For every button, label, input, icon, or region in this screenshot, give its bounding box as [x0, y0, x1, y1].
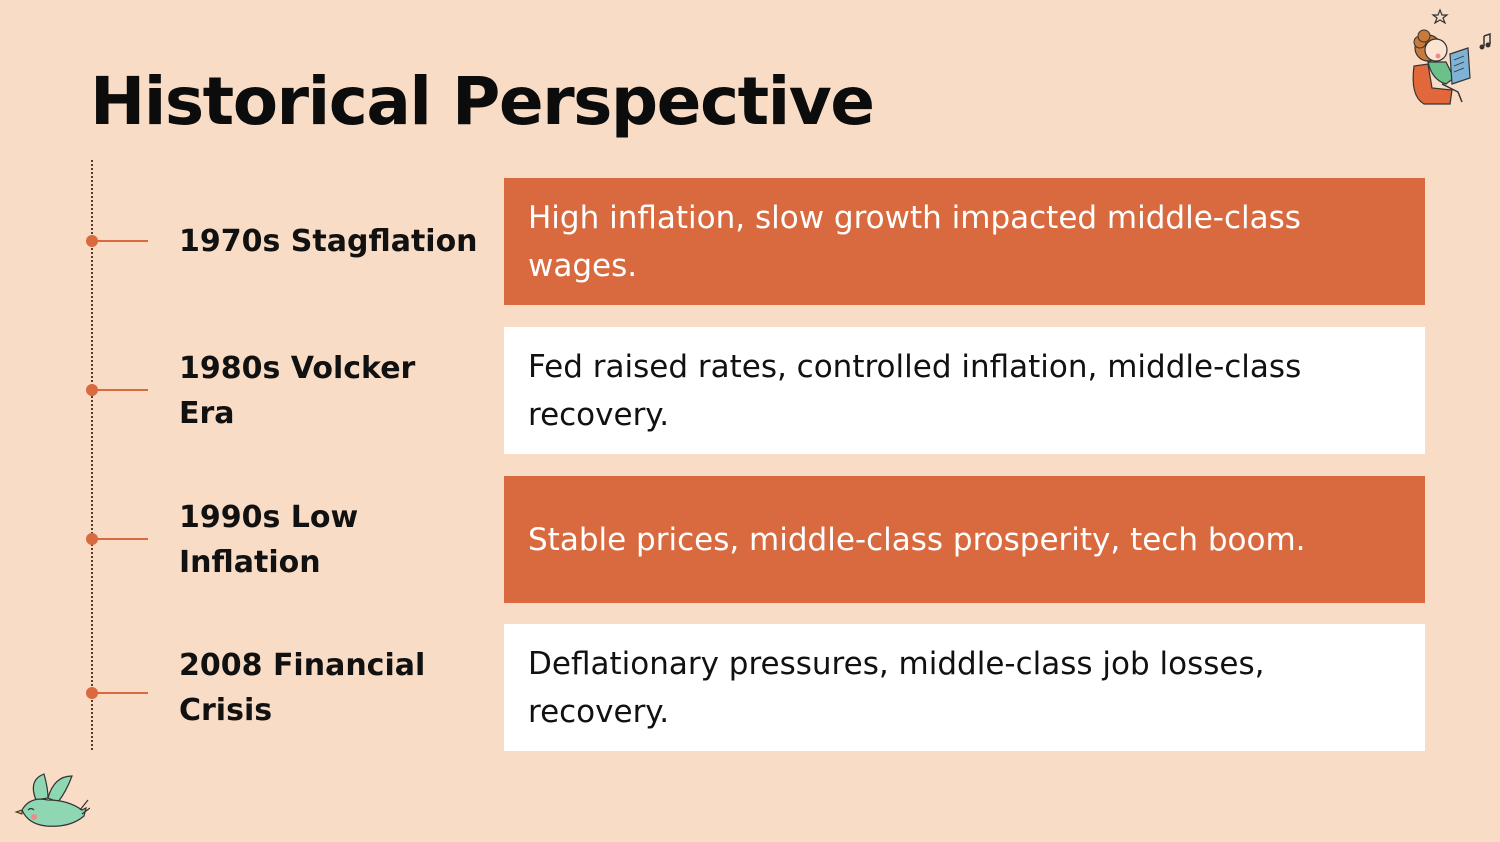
timeline-event-label: 1970s Stagflation: [179, 224, 478, 259]
timeline-dot: [86, 235, 98, 247]
timeline-line: [91, 160, 93, 750]
timeline-event-label: 1990s Low Inflation: [179, 499, 359, 580]
slide-title: Historical Perspective: [90, 63, 875, 140]
timeline-connector: [86, 533, 148, 545]
timeline-connector: [86, 687, 148, 699]
timeline-dot: [86, 384, 98, 396]
timeline-event-description: Stable prices, middle-class prosperity, …: [504, 476, 1425, 603]
timeline-event-label: 2008 Financial Crisis: [179, 647, 426, 728]
timeline-connector: [86, 384, 148, 396]
timeline-event-label: 1980s Volcker Era: [179, 350, 416, 431]
timeline-dot: [86, 687, 98, 699]
timeline-event-description: Deflationary pressures, middle-class job…: [504, 624, 1425, 751]
timeline-event-description: High inflation, slow growth impacted mid…: [504, 178, 1425, 305]
reading-character-icon: [1402, 4, 1496, 108]
timeline-connector: [86, 235, 148, 247]
timeline-event-description: Fed raised rates, controlled inflation, …: [504, 327, 1425, 454]
bird-icon: [14, 770, 91, 834]
timeline-dot: [86, 533, 98, 545]
